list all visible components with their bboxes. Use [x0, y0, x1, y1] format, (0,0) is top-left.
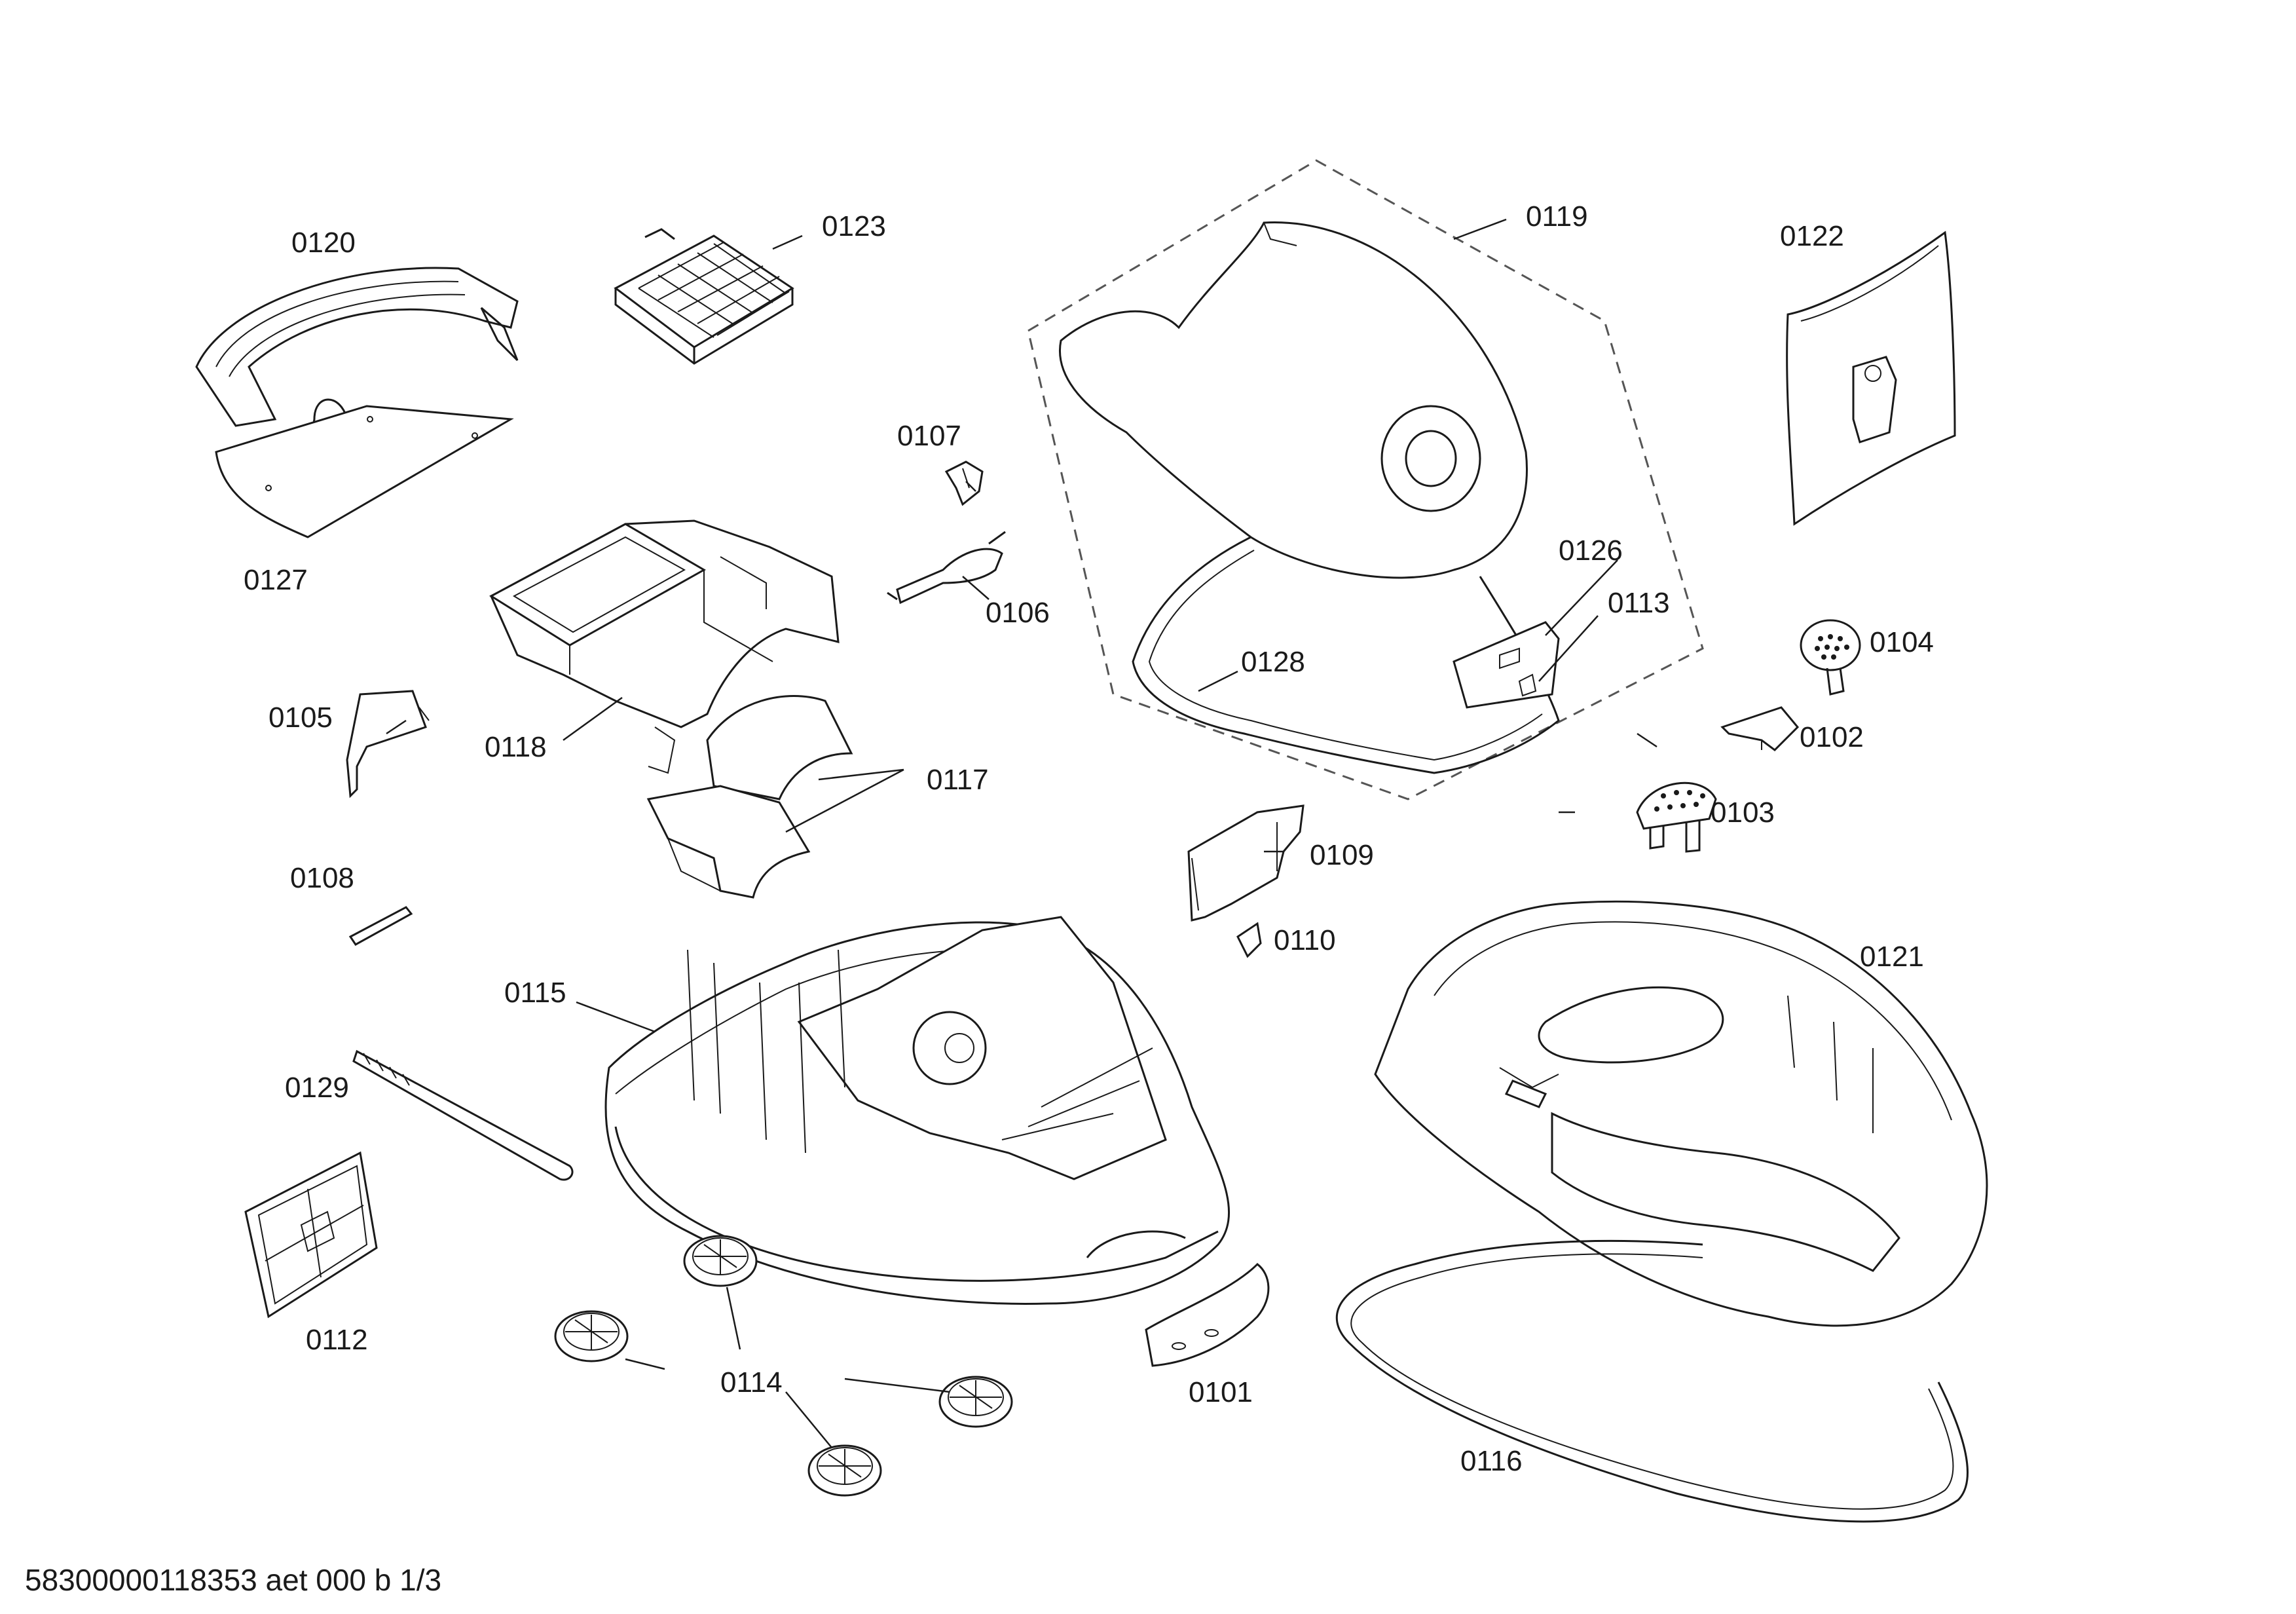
label-0110: 0110 — [1274, 924, 1336, 956]
part-0118-filter-housing[interactable] — [489, 519, 840, 728]
label-0109: 0109 — [1310, 839, 1374, 871]
part-0105-bracket[interactable] — [346, 690, 430, 798]
part-0129-rod[interactable] — [352, 1049, 574, 1181]
part-0112-grille[interactable] — [244, 1151, 378, 1319]
label-0102: 0102 — [1800, 721, 1864, 753]
part-0102-slider[interactable] — [1720, 706, 1800, 751]
part-0117-motor-cover[interactable] — [646, 695, 853, 899]
label-0129: 0129 — [285, 1072, 349, 1104]
label-0101: 0101 — [1189, 1376, 1253, 1408]
leader-lines — [386, 218, 1657, 1448]
label-0107: 0107 — [897, 420, 961, 452]
label-0113: 0113 — [1608, 587, 1670, 619]
label-0127: 0127 — [244, 564, 308, 596]
label-0120: 0120 — [291, 227, 356, 259]
part-0128-seal[interactable] — [1132, 536, 1560, 774]
label-0118: 0118 — [485, 731, 547, 763]
part-0121-top-housing[interactable] — [1374, 900, 1988, 1327]
part-0114-castor[interactable] — [554, 1235, 1013, 1497]
part-0107-clip[interactable] — [944, 460, 984, 506]
label-0116: 0116 — [1460, 1445, 1523, 1477]
part-0126-clip[interactable] — [1453, 621, 1560, 709]
label-0115: 0115 — [504, 977, 566, 1009]
label-0121: 0121 — [1860, 941, 1924, 973]
part-0101-strip[interactable] — [1145, 1263, 1270, 1367]
part-0110-clip[interactable] — [1236, 922, 1262, 958]
part-0109-bracket[interactable] — [1187, 804, 1305, 922]
label-0108: 0108 — [290, 862, 354, 894]
part-0104-button[interactable] — [1800, 619, 1861, 696]
label-0119: 0119 — [1526, 200, 1588, 233]
part-0122-dust-bag[interactable] — [1786, 231, 1956, 526]
part-labels: 0120 0123 0119 0122 0127 0107 0106 0126 … — [244, 200, 1934, 1477]
label-0103: 0103 — [1711, 797, 1775, 829]
part-0127-plate[interactable] — [215, 405, 514, 538]
label-0104: 0104 — [1870, 626, 1934, 658]
part-0106-lever[interactable] — [887, 531, 1006, 605]
part-0123-filter[interactable] — [614, 228, 794, 365]
label-0123: 0123 — [822, 210, 886, 242]
label-0105: 0105 — [268, 702, 333, 734]
label-0126: 0126 — [1559, 535, 1623, 567]
part-0115-base-housing[interactable] — [604, 916, 1231, 1305]
label-0122: 0122 — [1780, 220, 1844, 252]
part-0116-gasket[interactable] — [1335, 1239, 1969, 1523]
label-0112: 0112 — [306, 1324, 368, 1356]
label-0128: 0128 — [1241, 646, 1305, 678]
label-0106: 0106 — [986, 597, 1050, 629]
label-0117: 0117 — [927, 764, 989, 796]
part-0119-bag-holder[interactable] — [1027, 159, 1704, 800]
part-0103-button[interactable] — [1636, 781, 1717, 853]
label-0114: 0114 — [720, 1366, 783, 1398]
part-0108-pin[interactable] — [348, 906, 413, 946]
document-reference-code: 58300000118353 aet 000 b 1/3 — [25, 1563, 441, 1597]
